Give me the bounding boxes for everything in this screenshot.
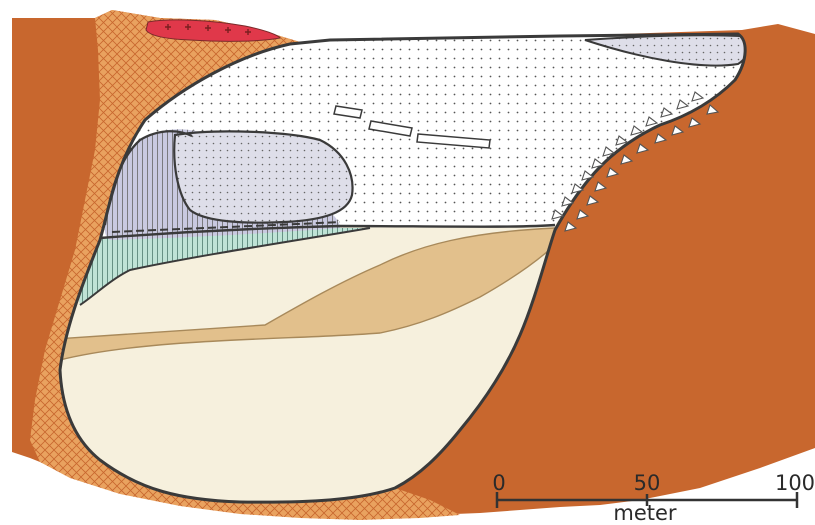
scale-unit-label: meter [613,501,677,525]
scale-label-0: 0 [492,471,505,495]
scale-label-50: 50 [634,471,661,495]
scale-label-100: 100 [775,471,815,495]
dotted-lens [174,131,352,222]
